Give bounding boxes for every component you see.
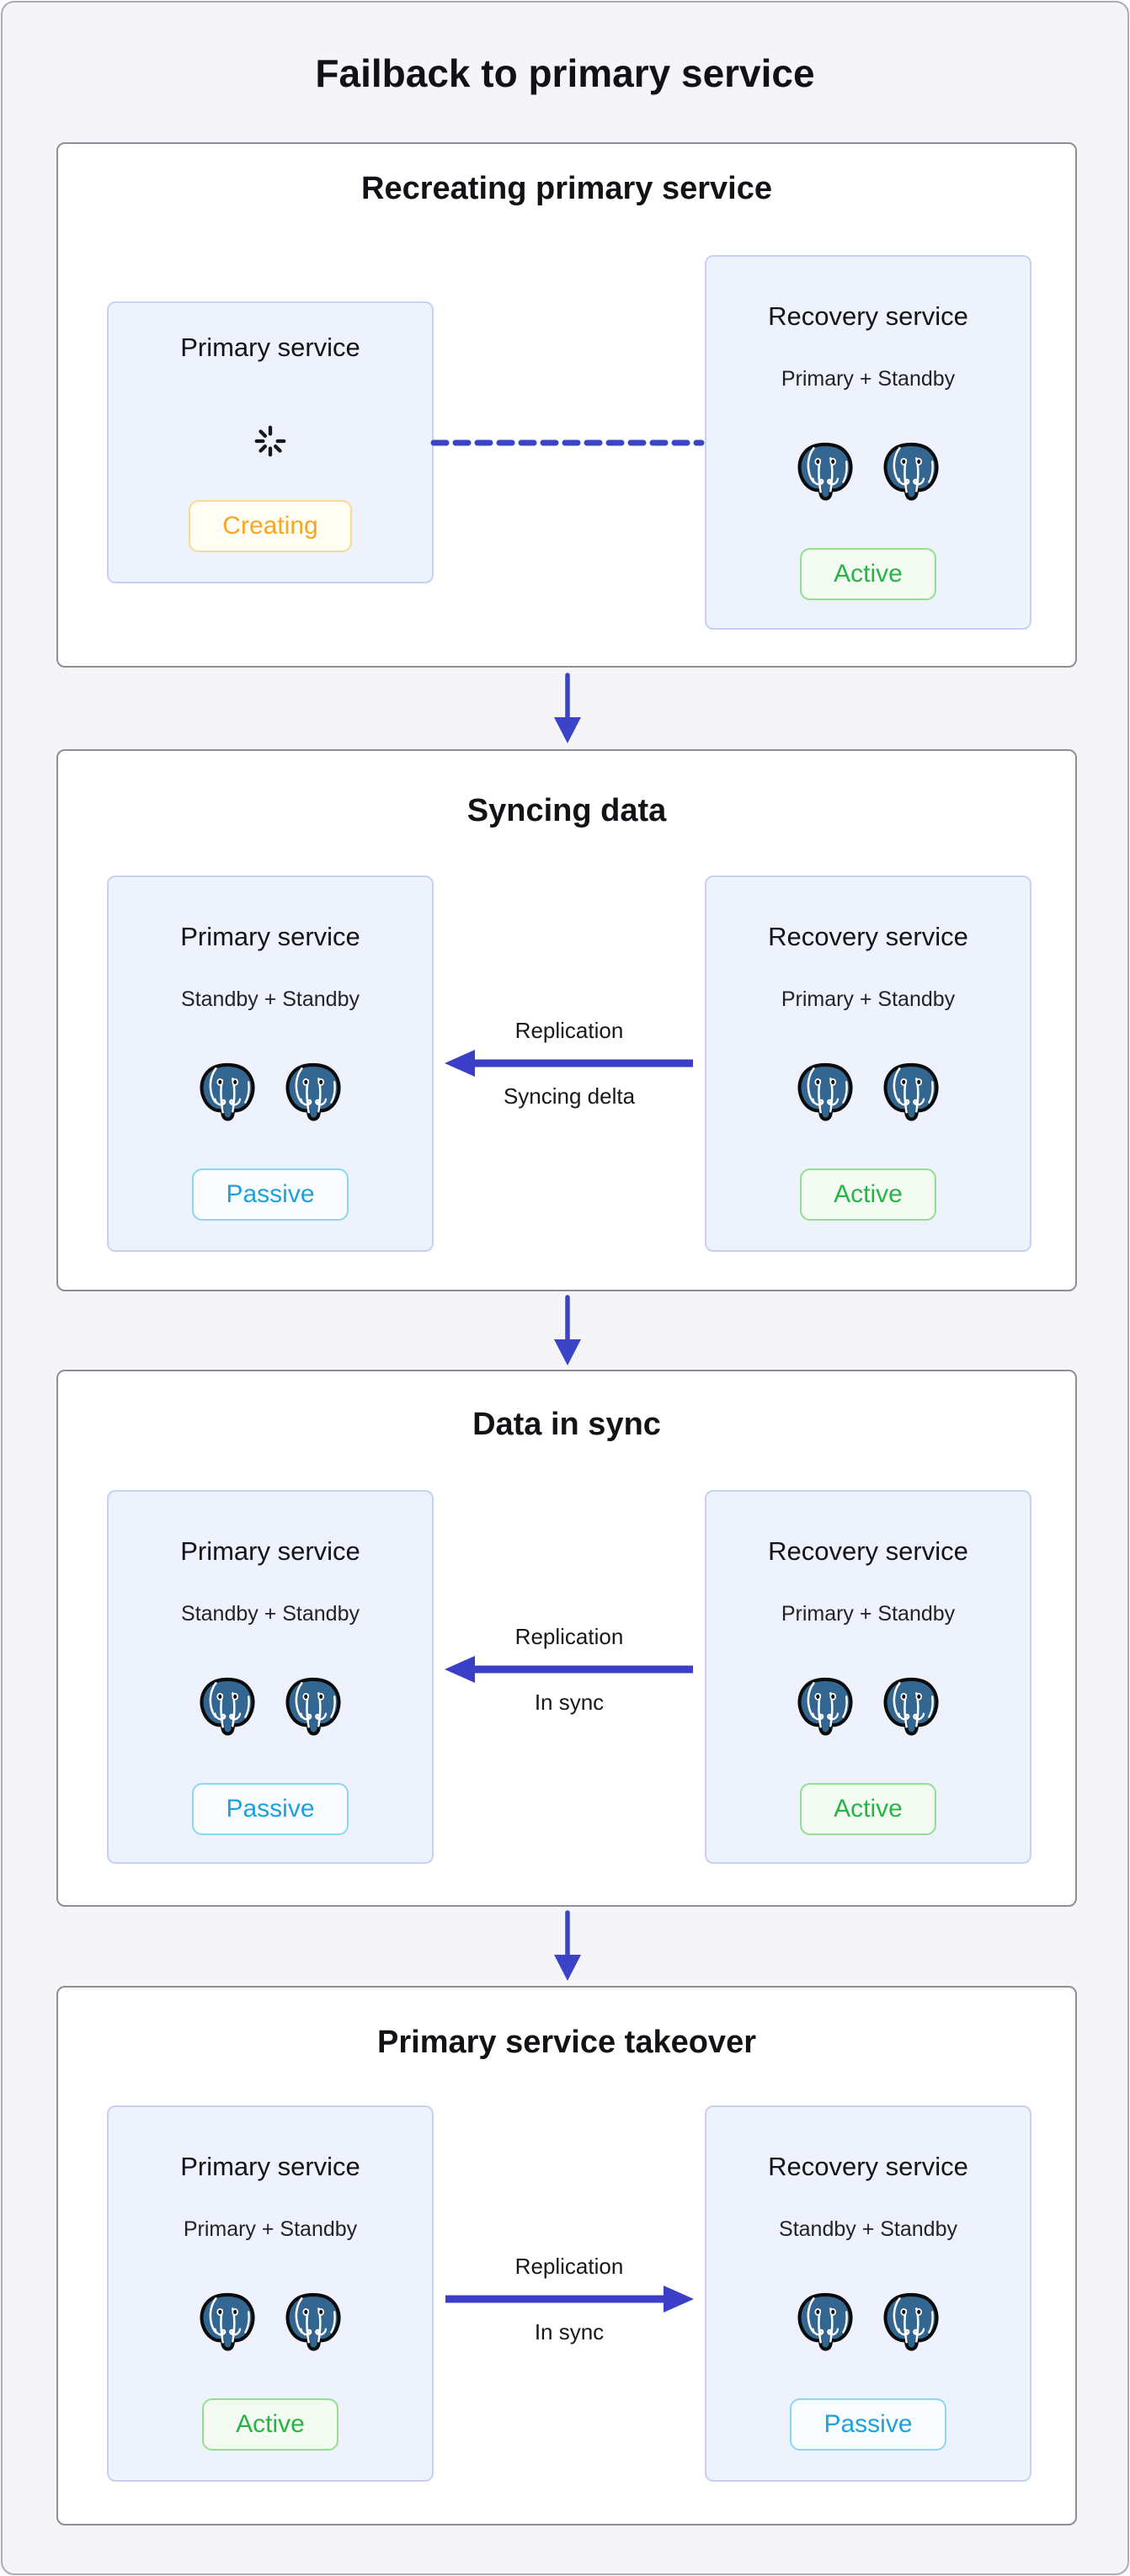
postgres-instance-row (797, 442, 939, 501)
replication-connector: Replication In sync (434, 2254, 705, 2344)
postgres-elephant-icon (797, 442, 853, 501)
dashed-connection-line (430, 437, 705, 449)
service-box-subtitle: Standby + Standby (181, 1602, 360, 1626)
primary-service-box: Primary service Creating (107, 301, 434, 583)
service-box-title: Recovery service (768, 922, 968, 951)
status-badge-passive: Passive (790, 2398, 946, 2451)
service-box-subtitle: Primary + Standby (781, 1602, 956, 1626)
arrow-down-icon (554, 1910, 581, 1981)
postgres-instance-row (200, 2292, 341, 2351)
postgres-elephant-icon (285, 1062, 341, 1121)
connector-label-bottom: Syncing delta (503, 1083, 636, 1109)
status-badge-active: Active (800, 548, 936, 600)
service-box-title: Recovery service (768, 301, 968, 331)
service-box-title: Primary service (180, 1536, 360, 1566)
postgres-elephant-icon (200, 2292, 255, 2351)
postgres-elephant-icon (285, 1677, 341, 1736)
service-box-title: Recovery service (768, 1536, 968, 1566)
postgres-instance-row (797, 2292, 939, 2351)
arrow-right-icon (445, 2286, 694, 2313)
service-box-title: Primary service (180, 333, 360, 362)
arrow-left-icon (445, 1050, 693, 1077)
recovery-service-box: Recovery service Standby + Standby Passi… (705, 2105, 1031, 2482)
postgres-instance-row (200, 1677, 341, 1736)
status-badge-active: Active (800, 1783, 936, 1835)
service-box-title: Primary service (180, 922, 360, 951)
recovery-service-box: Recovery service Primary + Standby Activ… (705, 1490, 1031, 1864)
stage-title: Primary service takeover (377, 2025, 756, 2060)
postgres-instance-row (797, 1677, 939, 1736)
connector-label-top: Replication (514, 2254, 624, 2279)
service-box-title: Recovery service (768, 2152, 968, 2181)
stage-title: Syncing data (466, 793, 667, 828)
service-box-title: Primary service (180, 2152, 360, 2181)
service-box-subtitle: Primary + Standby (781, 987, 956, 1011)
stage-card-recreating-primary-service: Recreating primary service Primary servi… (56, 142, 1077, 668)
status-badge-passive: Passive (192, 1783, 349, 1835)
stage-title: Data in sync (472, 1407, 661, 1442)
stage-card-primary-service-takeover: Primary service takeover Primary service… (56, 1986, 1077, 2525)
recovery-service-box: Recovery service Primary + Standby Activ… (705, 255, 1031, 630)
postgres-elephant-icon (883, 442, 939, 501)
status-badge-creating: Creating (189, 500, 352, 552)
service-box-subtitle: Primary + Standby (781, 367, 956, 391)
status-badge-active: Active (800, 1168, 936, 1221)
postgres-instance-row (200, 1062, 341, 1121)
postgres-instance-row (797, 1062, 939, 1121)
status-badge-passive: Passive (192, 1168, 349, 1221)
primary-service-box: Primary service Standby + Standby Passiv… (107, 1490, 434, 1864)
connector-label-bottom: In sync (534, 2319, 605, 2344)
stage-card-syncing-data: Syncing data Primary service Standby + S… (56, 749, 1077, 1291)
postgres-elephant-icon (200, 1677, 255, 1736)
arrow-left-icon (445, 1656, 693, 1683)
arrow-down-icon (554, 1295, 581, 1365)
postgres-elephant-icon (883, 1062, 939, 1121)
recovery-service-box: Recovery service Primary + Standby Activ… (705, 876, 1031, 1252)
connector-label-top: Replication (514, 1624, 624, 1649)
status-badge-active: Active (202, 2398, 338, 2451)
service-box-subtitle: Standby + Standby (181, 987, 360, 1011)
postgres-elephant-icon (797, 1677, 853, 1736)
postgres-elephant-icon (797, 1062, 853, 1121)
loading-spinner-icon (254, 425, 286, 457)
connector-label-bottom: In sync (534, 1690, 605, 1715)
arrow-down-icon (554, 673, 581, 743)
stage-title: Recreating primary service (361, 171, 772, 206)
replication-connector: Replication In sync (434, 1624, 705, 1715)
service-box-subtitle: Standby + Standby (779, 2217, 957, 2241)
primary-service-box: Primary service Standby + Standby Passiv… (107, 876, 434, 1252)
postgres-elephant-icon (285, 2292, 341, 2351)
page-title: Failback to primary service (315, 51, 815, 95)
postgres-elephant-icon (797, 2292, 853, 2351)
postgres-elephant-icon (883, 1677, 939, 1736)
connector-label-top: Replication (514, 1018, 624, 1043)
stage-card-data-in-sync: Data in sync Primary service Standby + S… (56, 1370, 1077, 1907)
postgres-elephant-icon (200, 1062, 255, 1121)
postgres-elephant-icon (883, 2292, 939, 2351)
primary-service-box: Primary service Primary + Standby Active (107, 2105, 434, 2482)
service-box-subtitle: Primary + Standby (183, 2217, 358, 2241)
replication-connector: Replication Syncing delta (434, 1018, 705, 1109)
